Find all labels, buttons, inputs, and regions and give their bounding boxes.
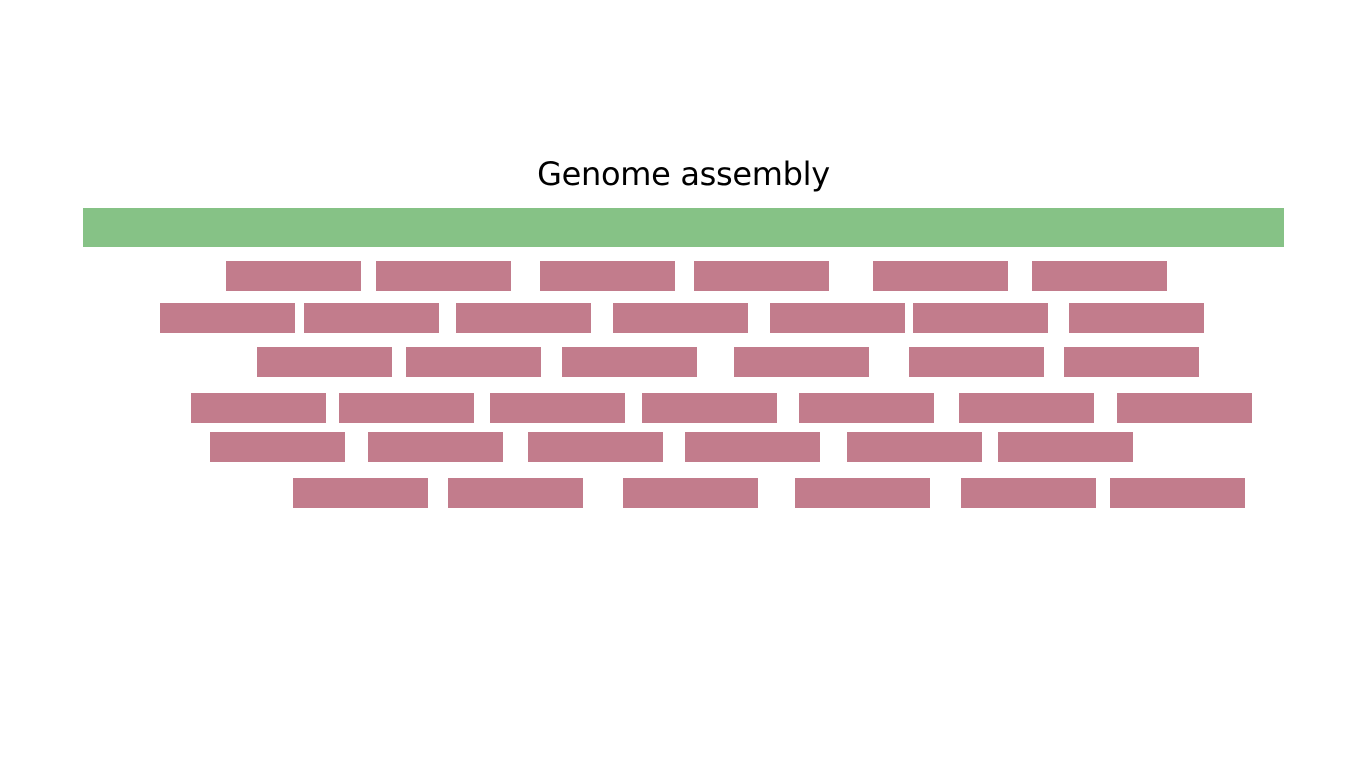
sequence-read-block — [528, 432, 663, 462]
sequence-read-block — [734, 347, 869, 377]
sequence-read-block — [1110, 478, 1245, 508]
sequence-read-block — [406, 347, 541, 377]
sequence-read-block — [795, 478, 930, 508]
sequence-read-block — [770, 303, 905, 333]
sequence-read-block — [304, 303, 439, 333]
sequence-read-block — [961, 478, 1096, 508]
sequence-read-block — [909, 347, 1044, 377]
sequence-read-block — [210, 432, 345, 462]
sequence-read-block — [293, 478, 428, 508]
sequence-read-block — [913, 303, 1048, 333]
sequence-read-block — [160, 303, 295, 333]
sequence-read-block — [613, 303, 748, 333]
sequence-read-block — [226, 261, 361, 291]
sequence-read-block — [998, 432, 1133, 462]
sequence-read-block — [540, 261, 675, 291]
sequence-read-block — [873, 261, 1008, 291]
sequence-read-block — [847, 432, 982, 462]
sequence-read-block — [376, 261, 511, 291]
sequence-read-block — [562, 347, 697, 377]
sequence-read-block — [1064, 347, 1199, 377]
sequence-read-block — [959, 393, 1094, 423]
sequence-read-block — [257, 347, 392, 377]
sequence-read-block — [368, 432, 503, 462]
sequence-read-block — [623, 478, 758, 508]
sequence-read-block — [1032, 261, 1167, 291]
sequence-read-block — [448, 478, 583, 508]
diagram-title: Genome assembly — [537, 155, 830, 193]
assembled-genome-bar — [83, 208, 1284, 247]
sequence-read-block — [1117, 393, 1252, 423]
sequence-read-block — [642, 393, 777, 423]
sequence-read-block — [685, 432, 820, 462]
sequence-read-block — [339, 393, 474, 423]
sequence-read-block — [191, 393, 326, 423]
sequence-read-block — [694, 261, 829, 291]
sequence-read-block — [1069, 303, 1204, 333]
sequence-read-block — [799, 393, 934, 423]
sequence-read-block — [456, 303, 591, 333]
sequence-read-block — [490, 393, 625, 423]
